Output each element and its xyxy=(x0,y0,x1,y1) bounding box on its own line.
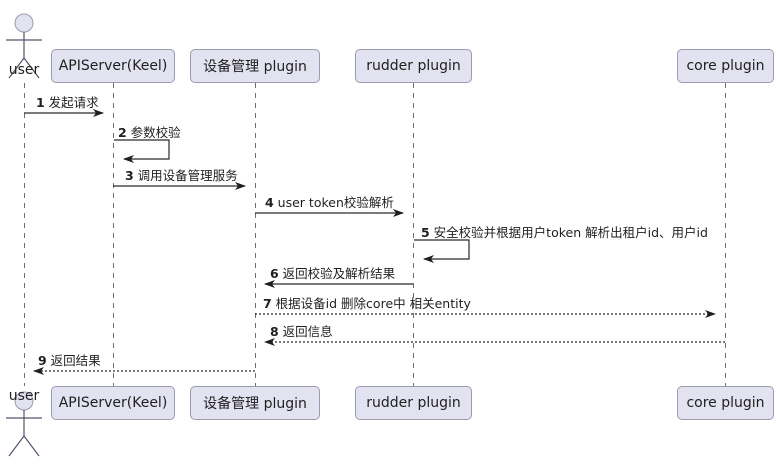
message-text-1: 发起请求 xyxy=(44,95,99,110)
message-seq-6: 6 xyxy=(270,266,279,281)
participant-core-footer[interactable]: core plugin xyxy=(677,386,774,420)
participant-label: APIServer(Keel) xyxy=(58,395,168,411)
message-text-4: user token校验解析 xyxy=(273,195,394,210)
message-label-1: 1 发起请求 xyxy=(36,96,99,110)
message-2 xyxy=(114,139,170,163)
message-self-arrow-5 xyxy=(414,239,470,263)
actor-label-user-bottom: user xyxy=(8,388,40,404)
participant-label: 设备管理 plugin xyxy=(203,396,307,412)
message-text-3: 调用设备管理服务 xyxy=(133,168,238,183)
message-text-2: 参数校验 xyxy=(126,125,181,140)
participant-label: APIServer(Keel) xyxy=(58,58,168,74)
participant-device-header[interactable]: 设备管理 plugin xyxy=(190,49,320,83)
participant-api-header[interactable]: APIServer(Keel) xyxy=(51,49,175,83)
participant-api-footer[interactable]: APIServer(Keel) xyxy=(51,386,175,420)
message-label-3: 3 调用设备管理服务 xyxy=(125,169,238,183)
lifelines-group xyxy=(24,83,726,386)
message-seq-2: 2 xyxy=(118,125,127,140)
message-seq-9: 9 xyxy=(38,353,47,368)
message-text-9: 返回结果 xyxy=(46,353,101,368)
participant-label: rudder plugin xyxy=(366,395,461,411)
actor-figure-user-top xyxy=(6,13,42,79)
message-label-6: 6 返回校验及解析结果 xyxy=(270,267,395,281)
message-5 xyxy=(414,239,470,263)
message-text-5: 安全校验并根据用户token 解析出租户id、用户id xyxy=(429,225,708,240)
message-self-arrow-2 xyxy=(114,139,170,163)
actor-body-icon xyxy=(6,410,42,457)
participant-core-header[interactable]: core plugin xyxy=(677,49,774,83)
message-label-9: 9 返回结果 xyxy=(38,354,101,368)
actor-body-icon xyxy=(6,32,42,79)
message-label-4: 4 user token校验解析 xyxy=(265,196,394,210)
participant-rudder-header[interactable]: rudder plugin xyxy=(355,49,472,83)
participant-rudder-footer[interactable]: rudder plugin xyxy=(355,386,472,420)
participant-label: core plugin xyxy=(686,395,765,411)
actor-figures-group xyxy=(6,13,42,457)
message-label-5: 5 安全校验并根据用户token 解析出租户id、用户id xyxy=(421,226,708,240)
message-text-6: 返回校验及解析结果 xyxy=(278,266,396,281)
participant-label: 设备管理 plugin xyxy=(203,59,307,75)
message-label-7: 7 根据设备id 删除core中 相关entity xyxy=(263,297,471,311)
message-text-7: 根据设备id 删除core中 相关entity xyxy=(271,296,471,311)
message-seq-3: 3 xyxy=(125,168,134,183)
message-seq-8: 8 xyxy=(270,324,279,339)
message-seq-5: 5 xyxy=(421,225,430,240)
actor-label-user-top: user xyxy=(8,62,40,78)
message-seq-4: 4 xyxy=(265,195,274,210)
message-label-8: 8 返回信息 xyxy=(270,325,333,339)
message-text-8: 返回信息 xyxy=(278,324,333,339)
message-seq-1: 1 xyxy=(36,95,45,110)
participant-device-footer[interactable]: 设备管理 plugin xyxy=(190,386,320,420)
messages-group xyxy=(24,109,725,375)
actor-head-icon xyxy=(14,13,34,33)
message-label-2: 2 参数校验 xyxy=(118,126,181,140)
participant-label: rudder plugin xyxy=(366,58,461,74)
message-seq-7: 7 xyxy=(263,296,272,311)
actor-figure-user-bottom xyxy=(6,391,42,457)
participant-label: core plugin xyxy=(686,58,765,74)
